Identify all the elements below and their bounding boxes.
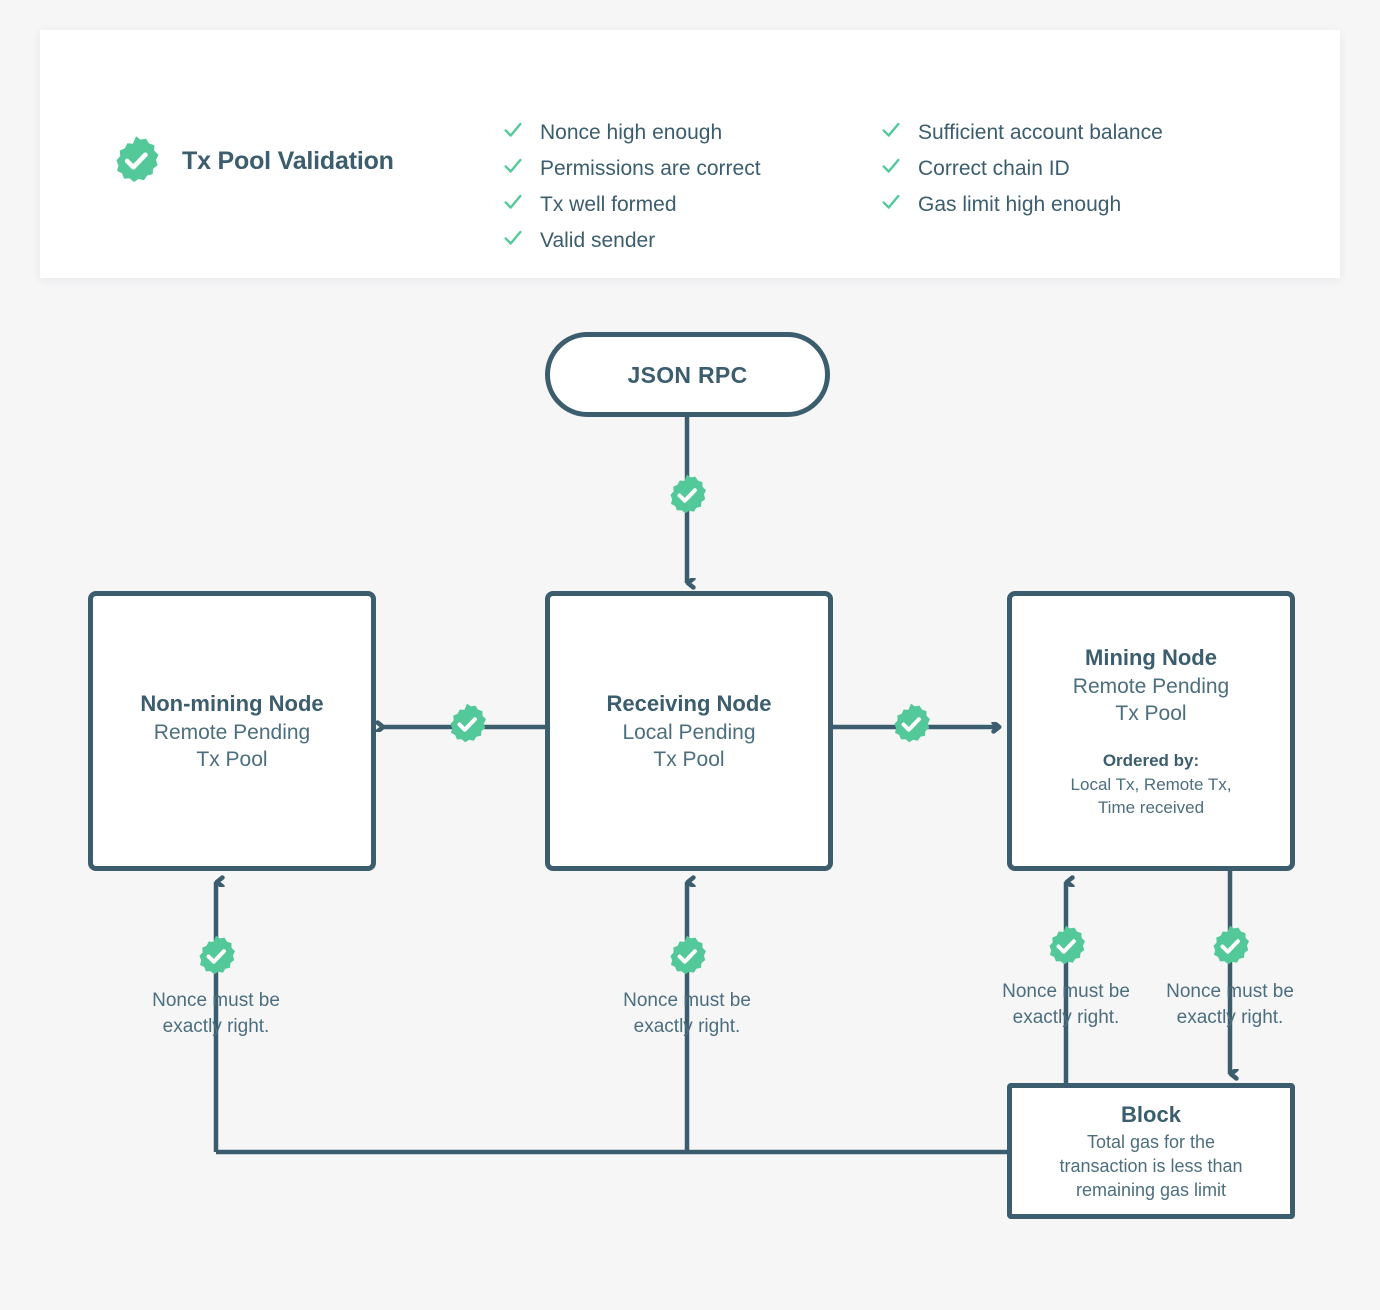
check-icon xyxy=(880,152,902,177)
check-seal-icon xyxy=(1044,925,1088,974)
check-seal-icon xyxy=(110,135,162,187)
check-seal-icon xyxy=(665,474,709,523)
node-subtitle: Local Pending Tx Pool xyxy=(622,721,756,771)
validation-item: Nonce high enough xyxy=(502,116,761,152)
node-title: Receiving Node xyxy=(606,691,772,716)
nonce-note: Nonce must be exactly right. xyxy=(1002,981,1130,1028)
validation-item: Sufficient account balance xyxy=(880,116,1163,152)
ordered-by-text: Local Tx, Remote Tx, Time received xyxy=(1070,775,1232,817)
node-title: Non-mining Node xyxy=(140,691,324,716)
validation-item: Valid sender xyxy=(502,224,761,260)
validation-item-label: Gas limit high enough xyxy=(918,193,1122,216)
check-icon xyxy=(502,116,524,141)
node-non-mining[interactable]: Non-mining Node Remote Pending Tx Pool xyxy=(88,591,376,871)
check-icon xyxy=(880,188,902,213)
validation-item-label: Valid sender xyxy=(540,229,656,252)
validation-item-label: Sufficient account balance xyxy=(918,121,1163,144)
node-title: Mining Node xyxy=(1085,645,1217,670)
check-seal-icon xyxy=(445,703,489,752)
check-seal-icon xyxy=(889,703,933,752)
check-icon xyxy=(502,188,524,213)
node-json-rpc[interactable]: JSON RPC xyxy=(545,332,830,417)
node-subtitle: Remote Pending Tx Pool xyxy=(1072,675,1230,725)
validation-item-label: Tx well formed xyxy=(540,193,677,216)
validation-item: Correct chain ID xyxy=(880,152,1163,188)
check-icon xyxy=(880,116,902,141)
check-seal-icon xyxy=(665,935,709,984)
nonce-note: Nonce must be exactly right. xyxy=(152,990,280,1037)
node-title: Block xyxy=(1121,1102,1181,1127)
node-receiving[interactable]: Receiving Node Local Pending Tx Pool xyxy=(545,591,833,871)
validation-item-label: Correct chain ID xyxy=(918,157,1070,180)
validation-list-right: Sufficient account balance Correct chain… xyxy=(880,116,1163,224)
check-icon xyxy=(502,152,524,177)
node-subtitle: Total gas for the transaction is less th… xyxy=(1059,1132,1243,1200)
validation-card-title: Tx Pool Validation xyxy=(182,146,394,175)
check-seal-icon xyxy=(194,935,238,984)
validation-item-label: Permissions are correct xyxy=(540,157,761,180)
node-block[interactable]: Block Total gas for the transaction is l… xyxy=(1007,1083,1295,1219)
nonce-note: Nonce must be exactly right. xyxy=(1166,981,1294,1028)
node-mining[interactable]: Mining Node Remote Pending Tx Pool Order… xyxy=(1007,591,1295,871)
node-title: JSON RPC xyxy=(627,361,748,388)
nonce-note: Nonce must be exactly right. xyxy=(623,990,751,1037)
node-subtitle: Remote Pending Tx Pool xyxy=(153,721,311,771)
validation-item: Tx well formed xyxy=(502,188,761,224)
tx-pool-validation-card: Tx Pool Validation Nonce high enough Per… xyxy=(40,30,1340,278)
check-icon xyxy=(502,224,524,249)
ordered-by-label: Ordered by: xyxy=(1102,751,1200,770)
check-seal-icon xyxy=(1208,925,1252,974)
validation-item: Gas limit high enough xyxy=(880,188,1163,224)
validation-card-heading: Tx Pool Validation xyxy=(110,135,394,187)
validation-list-left: Nonce high enough Permissions are correc… xyxy=(502,116,761,260)
validation-item-label: Nonce high enough xyxy=(540,121,723,144)
validation-item: Permissions are correct xyxy=(502,152,761,188)
